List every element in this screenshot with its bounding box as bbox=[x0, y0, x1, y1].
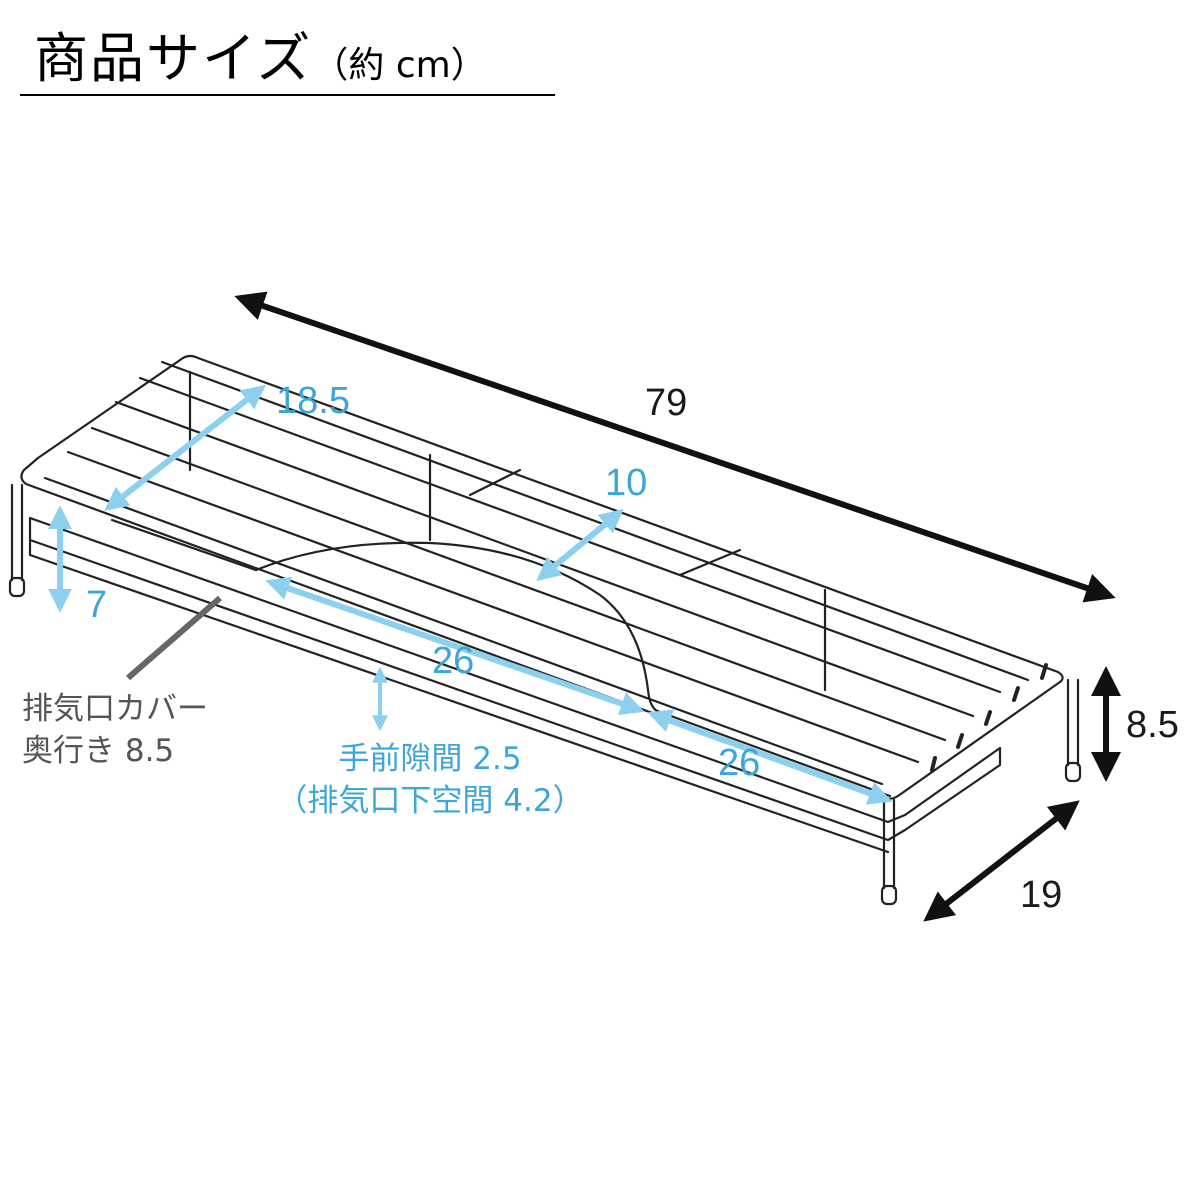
opening-right-label: 26 bbox=[718, 742, 761, 784]
length-arrow bbox=[234, 291, 1116, 603]
height-label: 8.5 bbox=[1126, 704, 1179, 746]
front-gap-note: 手前隙間 2.5 （排気口下空間 4.2） bbox=[230, 738, 630, 822]
leg-height-label: 7 bbox=[86, 584, 108, 626]
title-underline bbox=[20, 94, 555, 96]
width-label: 19 bbox=[1020, 874, 1063, 916]
front-depth-label: 10 bbox=[605, 462, 648, 504]
gap-note-line1: 手前隙間 2.5 bbox=[338, 741, 522, 777]
cover-note-line2: 奥行き 8.5 bbox=[22, 733, 175, 769]
width-arrow bbox=[923, 800, 1080, 922]
page-title: 商品サイズ（約 cm） bbox=[34, 14, 487, 93]
rear-depth-arrow bbox=[104, 385, 266, 511]
front-depth-arrow bbox=[536, 508, 624, 582]
rack-wire-ends bbox=[930, 663, 1048, 772]
title-text: 商品サイズ bbox=[34, 27, 313, 90]
opening-left-label: 26 bbox=[432, 640, 475, 682]
cover-depth-note: 排気口カバー 奥行き 8.5 bbox=[22, 688, 208, 772]
rack-top-frame bbox=[20, 354, 1064, 800]
length-label: 79 bbox=[645, 382, 688, 424]
rack-legs bbox=[8, 483, 1082, 906]
title-unit: （約 cm） bbox=[312, 45, 487, 86]
blue-dimension-arrows bbox=[48, 385, 893, 805]
opening-left-arrow bbox=[265, 576, 645, 716]
gap-note-line2: （排気口下空間 4.2） bbox=[276, 783, 584, 819]
cover-pointer-line bbox=[126, 595, 222, 681]
dark-dimension-arrows bbox=[234, 291, 1121, 922]
rear-depth-label: 18.5 bbox=[276, 380, 350, 422]
cover-note-line1: 排気口カバー bbox=[22, 691, 208, 727]
opening-right-arrow bbox=[647, 709, 893, 805]
rack-opening bbox=[254, 541, 662, 714]
